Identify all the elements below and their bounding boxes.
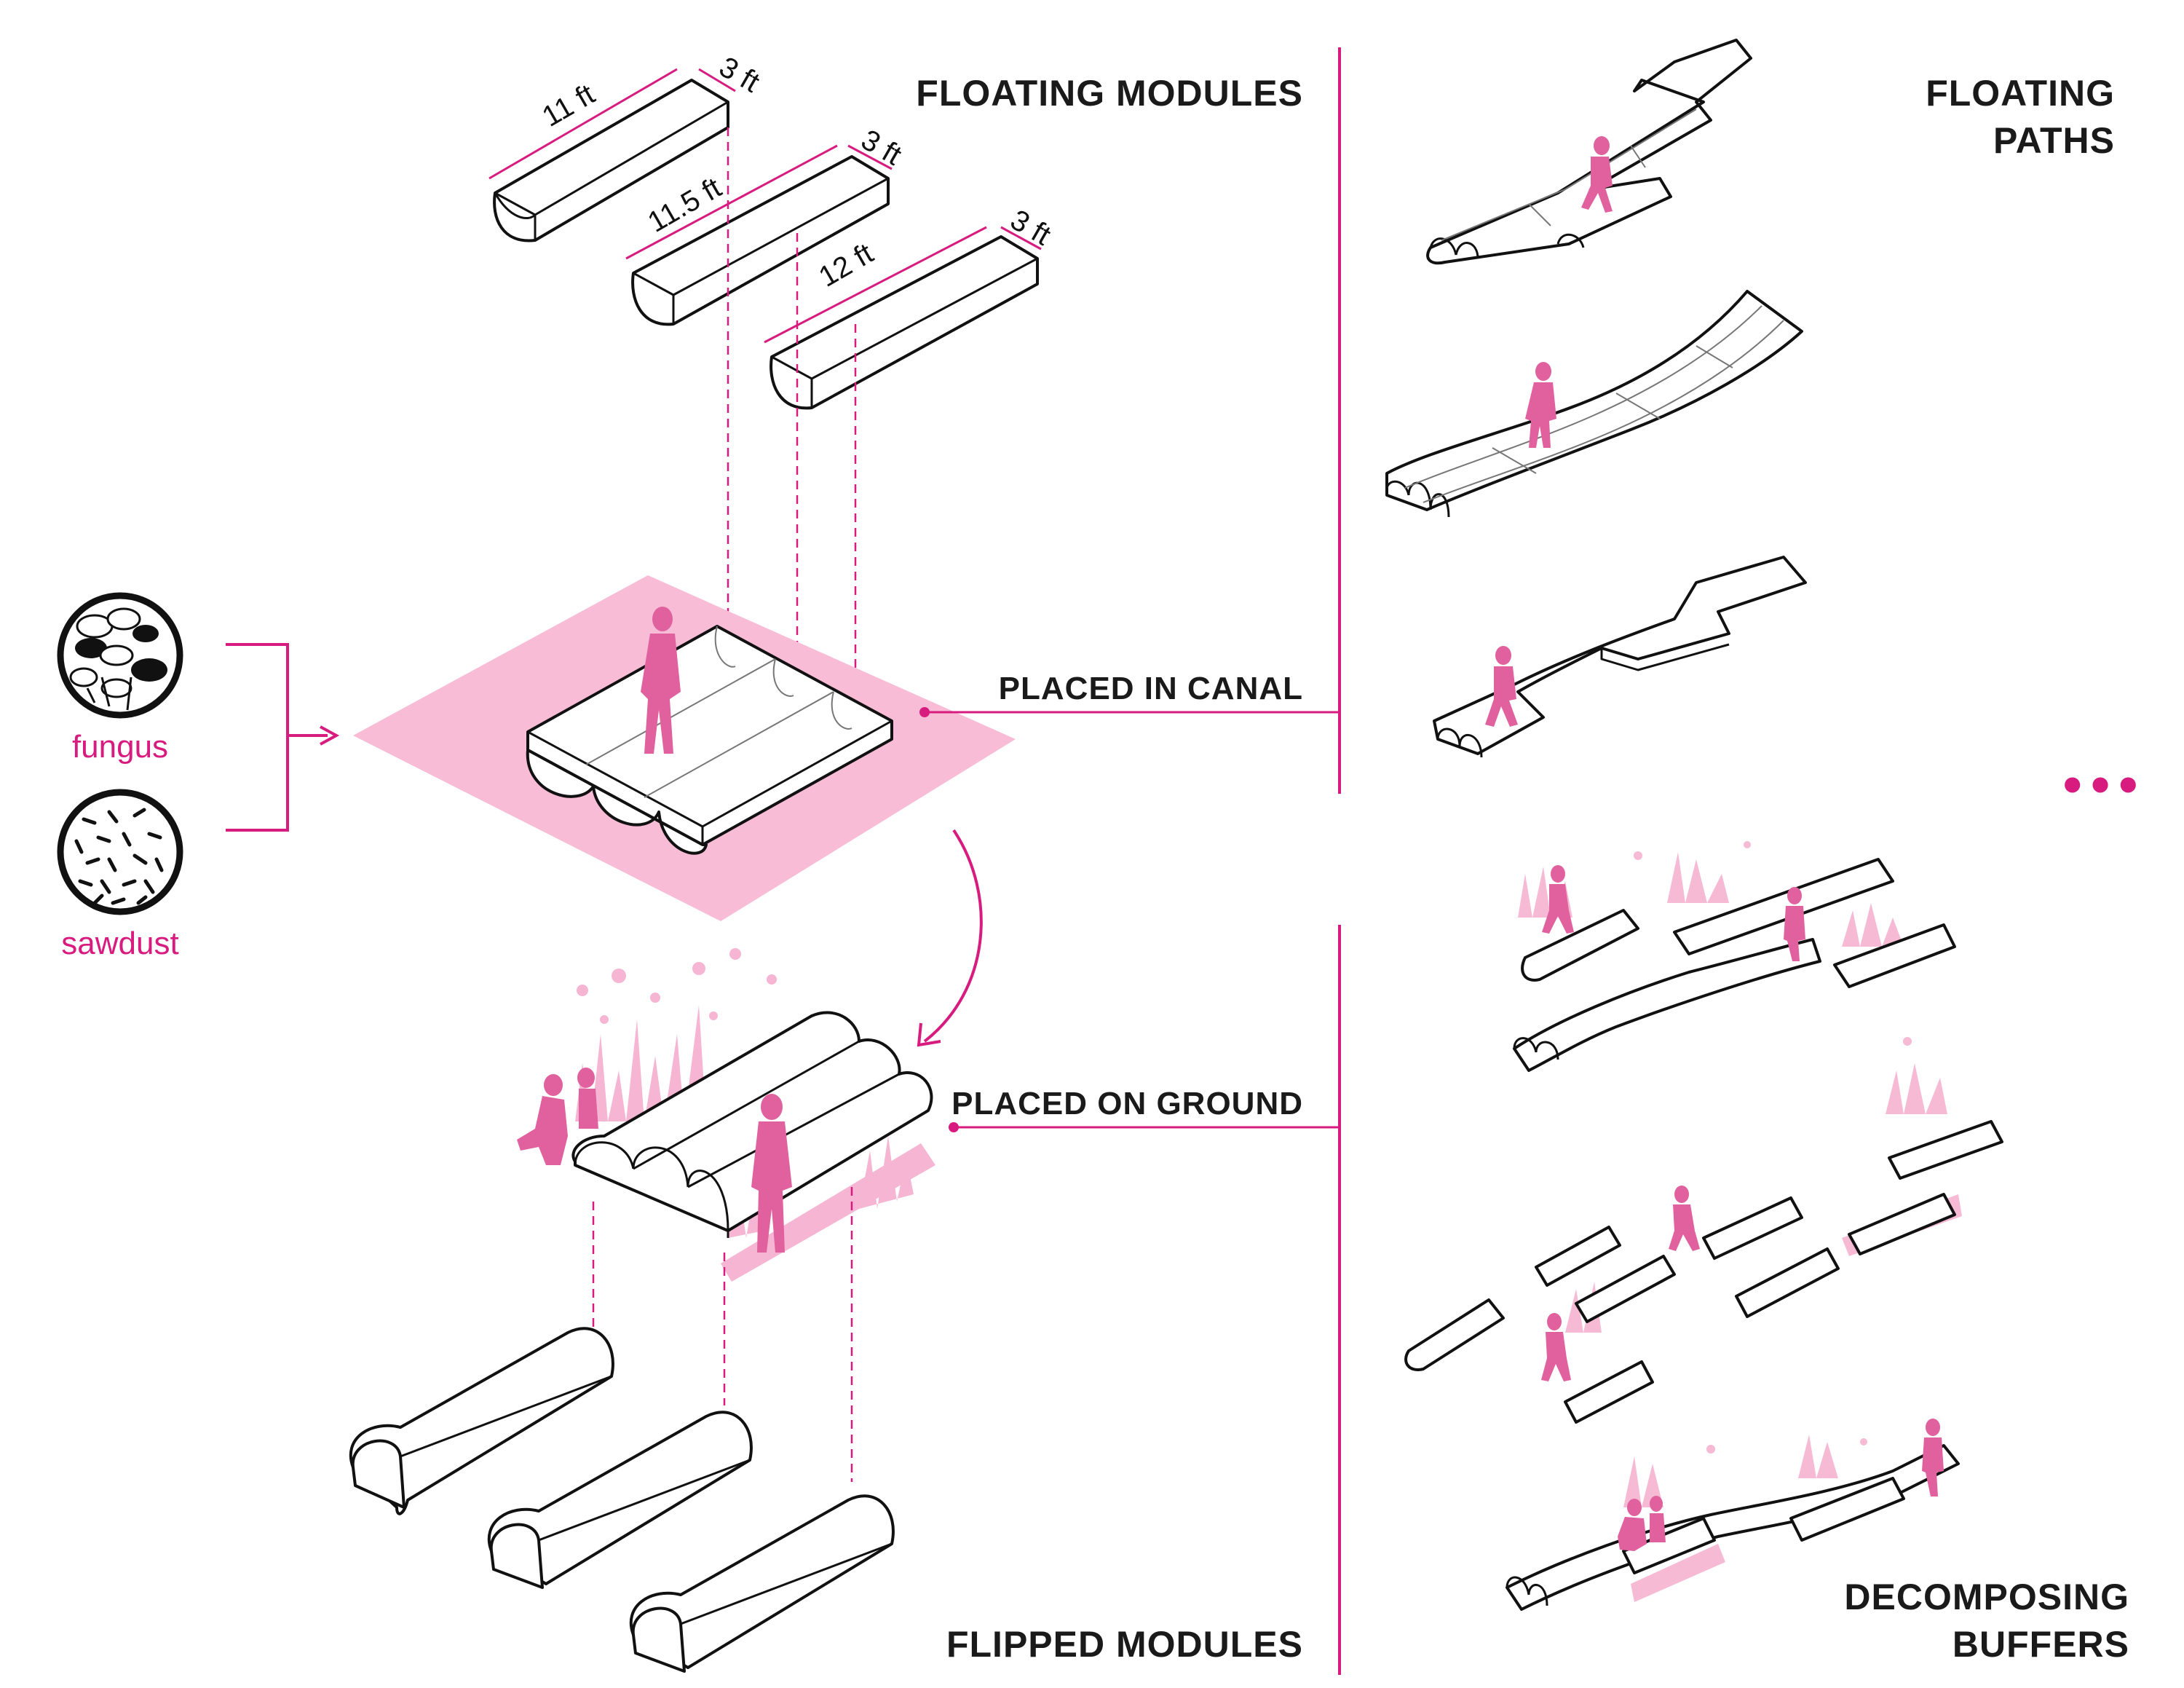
person-path-3 xyxy=(1485,646,1518,727)
person-walking-ground xyxy=(751,1094,792,1253)
label-decomposing-buffers-line1: DECOMPOSING xyxy=(1844,1577,2129,1617)
guides-bottom xyxy=(592,1187,853,1482)
label-decomposing-buffers-line2: BUFFERS xyxy=(1952,1624,2129,1665)
buffer-row-1 xyxy=(1513,858,1956,1072)
buffer-row-3 xyxy=(1506,1444,1960,1611)
materials-bracket xyxy=(226,643,328,832)
sawdust-label: sawdust xyxy=(61,926,178,961)
person-standing-canal xyxy=(641,607,681,754)
floating-path-3 xyxy=(1433,556,1807,758)
person-path-2 xyxy=(1525,362,1556,448)
ground-leader-dot xyxy=(949,1122,959,1132)
flip-arrowhead-icon xyxy=(917,1022,941,1047)
sawdust-icon xyxy=(57,789,183,915)
people-crouching-ground xyxy=(517,1068,598,1165)
floating-path-2 xyxy=(1385,290,1803,518)
flip-arrow-icon xyxy=(923,829,983,1043)
people-buffer-1 xyxy=(1542,865,1805,961)
flipped-module-2 xyxy=(487,1411,753,1589)
person-path-1 xyxy=(1581,136,1613,213)
raft-in-canal xyxy=(526,625,893,855)
floating-module-3 xyxy=(769,235,1039,410)
fungus-icon xyxy=(57,592,183,719)
label-placed-in-canal: PLACED IN CANAL xyxy=(999,671,1303,706)
buffer-row-2 xyxy=(1404,1120,2003,1424)
fungus-label: fungus xyxy=(72,729,168,765)
dimension-lines xyxy=(488,68,1042,344)
floating-path-1 xyxy=(1426,39,1752,265)
label-floating-modules: FLOATING MODULES xyxy=(916,73,1303,114)
label-floating-paths-line1: FLOATING xyxy=(1926,73,2115,114)
label-placed-on-ground: PLACED ON GROUND xyxy=(951,1086,1303,1121)
label-floating-paths-line2: PATHS xyxy=(1993,120,2115,161)
dim-module3-length: 12 ft xyxy=(814,237,879,293)
materials-arrow-icon xyxy=(320,725,340,746)
dim-module1-length: 11 ft xyxy=(537,78,601,133)
dim-module1-width: 3 ft xyxy=(714,51,765,99)
ground-vegetation xyxy=(575,948,935,1282)
continuation-dots: ••• xyxy=(2058,761,2142,812)
label-flipped-modules: FLIPPED MODULES xyxy=(946,1624,1303,1665)
canal-leader-dot xyxy=(919,707,930,717)
people-buffer-3 xyxy=(1618,1419,1944,1551)
floating-module-1 xyxy=(493,79,729,242)
flipped-module-3 xyxy=(629,1494,895,1673)
raft-on-ground xyxy=(571,1011,933,1238)
floating-module-2 xyxy=(631,155,890,326)
flipped-module-1 xyxy=(349,1327,614,1515)
people-buffer-2 xyxy=(1541,1186,1700,1381)
